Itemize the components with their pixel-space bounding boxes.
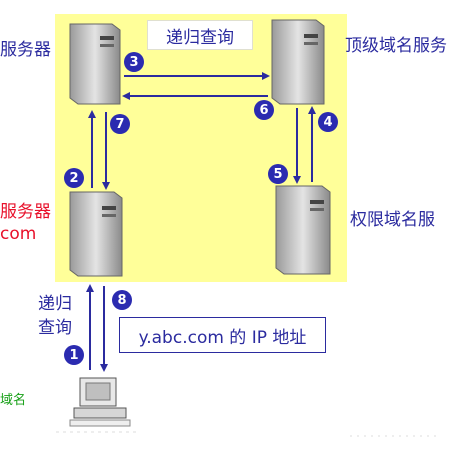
- answer-box: y.abc.com 的 IP 地址: [119, 317, 326, 353]
- step-badge: 6: [254, 100, 274, 120]
- local-server-domain: com: [0, 224, 37, 244]
- computer-icon: [69, 377, 131, 427]
- diagram-title: 递归查询: [147, 20, 253, 50]
- step-badge: 5: [268, 164, 288, 184]
- step-badge: 4: [318, 112, 338, 132]
- server-icon: [69, 191, 123, 277]
- root-server-label: 服务器: [0, 40, 51, 60]
- auth-server-label: 权限域名服: [350, 210, 435, 230]
- server-icon: [275, 185, 331, 275]
- local-server-label: 服务器: [0, 202, 51, 222]
- tld-server-label: 顶级域名服务: [345, 36, 447, 56]
- step-badge: 8: [112, 290, 132, 310]
- server-icon: [69, 23, 121, 105]
- client-label: 域名: [0, 393, 27, 408]
- server-icon: [271, 19, 325, 105]
- step-badge: 2: [64, 168, 84, 188]
- step-badge: 1: [64, 345, 84, 365]
- query-label-top: 递归: [38, 294, 72, 314]
- step-badge: 7: [110, 114, 130, 134]
- step-badge: 3: [124, 52, 144, 72]
- query-label-bottom: 查询: [38, 318, 72, 338]
